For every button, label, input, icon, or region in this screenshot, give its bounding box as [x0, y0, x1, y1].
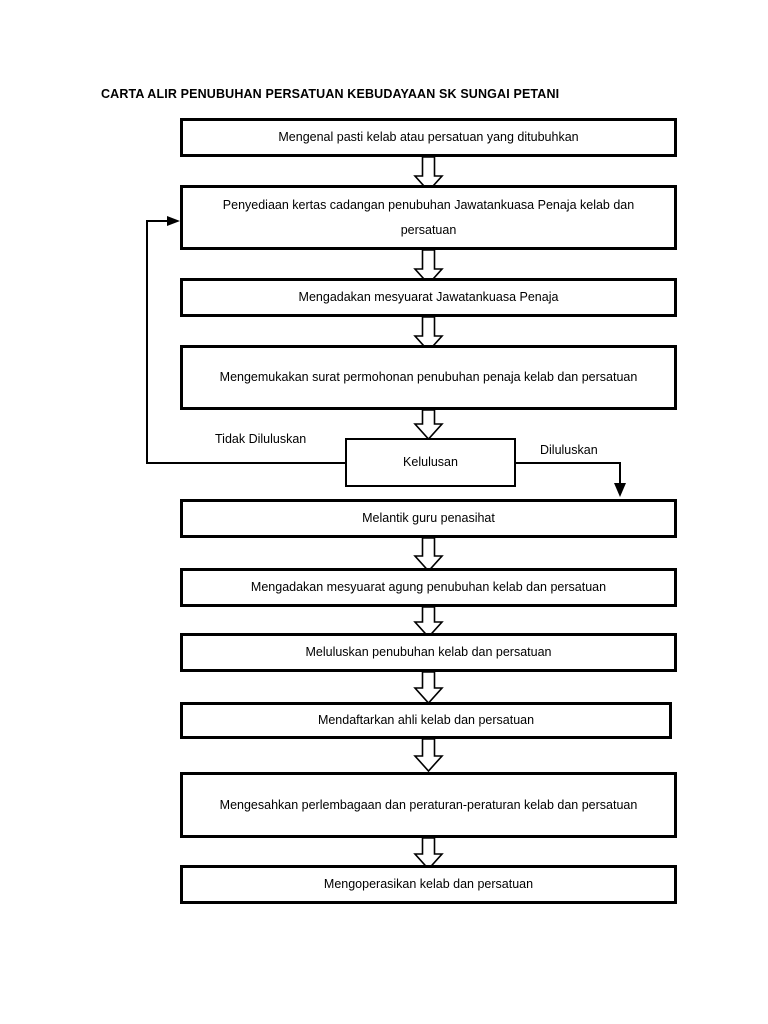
flow-node-hold-general-meeting[interactable]: Mengadakan mesyuarat agung penubuhan kel…: [180, 568, 677, 607]
flow-node-prepare-proposal-paper[interactable]: Penyediaan kertas cadangan penubuhan Jaw…: [180, 185, 677, 250]
flow-node-label: Mendaftarkan ahli kelab dan persatuan: [317, 713, 535, 727]
flow-node-operate-club[interactable]: Mengoperasikan kelab dan persatuan: [180, 865, 677, 904]
flow-node-label: Kelulusan: [403, 455, 458, 469]
flow-node-submit-application-letter[interactable]: Mengemukakan surat permohonan penubuhan …: [180, 345, 677, 410]
edge-label-tidak-diluluskan: Tidak Diluluskan: [215, 432, 307, 446]
edge-n8-n9-arrow: [413, 671, 444, 705]
edge-n9-n10-arrow: [413, 738, 444, 773]
flow-node-label: Mengadakan mesyuarat Jawatankuasa Penaja: [298, 290, 559, 304]
flow-node-appoint-advisor-teacher[interactable]: Melantik guru penasihat: [180, 499, 677, 538]
edge-reject-loop: [146, 216, 345, 464]
flow-node-label: Mengoperasikan kelab dan persatuan: [323, 877, 534, 891]
edge-n6-n7-arrow: [413, 537, 444, 573]
edge-n4-n5-arrow: [413, 409, 444, 441]
page-title: CARTA ALIR PENUBUHAN PERSATUAN KEBUDAYAA…: [101, 87, 560, 101]
flow-node-label: Penyediaan kertas cadangan penubuhan Jaw…: [222, 197, 635, 237]
flow-node-hold-committee-meeting[interactable]: Mengadakan mesyuarat Jawatankuasa Penaja: [180, 278, 677, 317]
flow-node-approval-decision[interactable]: Kelulusan: [345, 438, 516, 487]
flow-node-register-members[interactable]: Mendaftarkan ahli kelab dan persatuan: [180, 702, 672, 739]
flow-node-approve-establishment[interactable]: Meluluskan penubuhan kelab dan persatuan: [180, 633, 677, 672]
flow-node-label: Mengemukakan surat permohonan penubuhan …: [219, 370, 638, 384]
flow-node-identify-club[interactable]: Mengenal pasti kelab atau persatuan yang…: [180, 118, 677, 157]
flow-node-label: Mengenal pasti kelab atau persatuan yang…: [278, 130, 579, 144]
flow-node-label: Melantik guru penasihat: [362, 511, 495, 525]
flow-node-ratify-constitution[interactable]: Mengesahkan perlembagaan dan peraturan-p…: [180, 772, 677, 838]
edge-label-diluluskan: Diluluskan: [540, 443, 598, 457]
flow-node-label: Mengadakan mesyuarat agung penubuhan kel…: [250, 580, 607, 594]
flow-node-label: Mengesahkan perlembagaan dan peraturan-p…: [219, 797, 638, 812]
flow-node-label: Meluluskan penubuhan kelab dan persatuan: [305, 645, 552, 659]
edge-approve-branch: [516, 462, 626, 497]
